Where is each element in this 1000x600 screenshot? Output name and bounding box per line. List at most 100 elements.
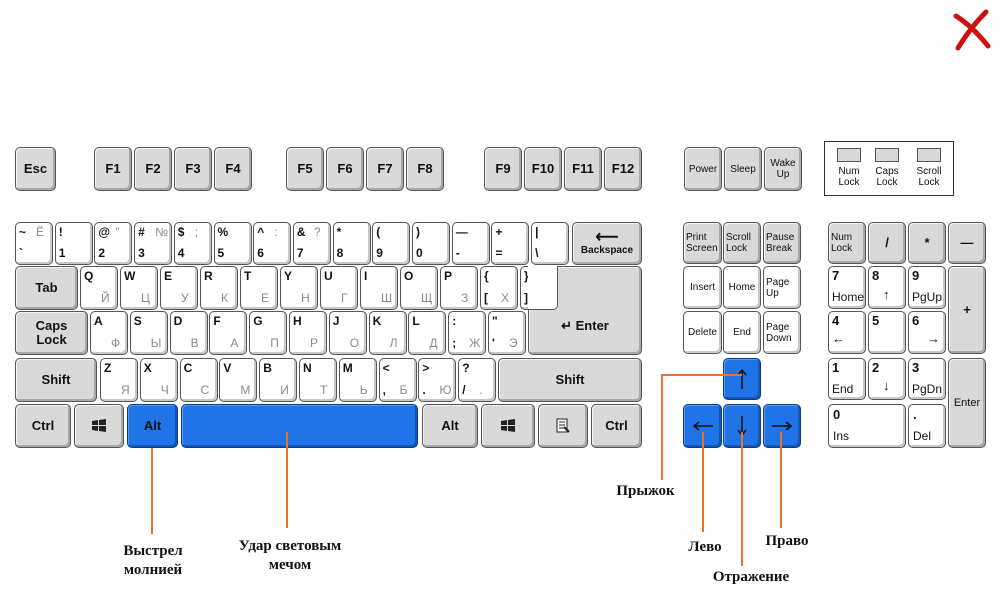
numpad-multiply-key[interactable]: * — [908, 222, 946, 264]
f10-key[interactable]: F10 — [524, 147, 562, 191]
letter-key[interactable]: <,Б — [378, 358, 417, 402]
left-alt-key[interactable]: Alt — [127, 404, 178, 448]
close-icon[interactable] — [948, 6, 994, 52]
space-key[interactable] — [181, 404, 418, 448]
numpad-9-key[interactable]: 9 PgUp — [908, 266, 946, 309]
f2-key[interactable]: F2 — [134, 147, 172, 191]
f3-key[interactable]: F3 — [174, 147, 212, 191]
number-row-key[interactable]: *8 — [332, 222, 371, 265]
numpad-4-key[interactable]: 4 ← — [828, 311, 866, 354]
f6-key[interactable]: F6 — [326, 147, 364, 191]
insert-key[interactable]: Insert — [683, 266, 722, 309]
end-key[interactable]: End — [723, 311, 761, 354]
numpad-6-key[interactable]: 6 → — [908, 311, 946, 354]
number-row-key[interactable]: %5 — [213, 222, 252, 265]
number-row-key[interactable]: —- — [451, 222, 490, 265]
number-row-key[interactable]: )0 — [412, 222, 450, 265]
f1-key[interactable]: F1 — [94, 147, 132, 191]
numpad-7-key[interactable]: 7 Home — [828, 266, 866, 309]
f7-key[interactable]: F7 — [366, 147, 404, 191]
numpad-8-key[interactable]: 8 ↑ — [868, 266, 906, 309]
left-shift-key[interactable]: Shift — [15, 358, 97, 402]
arrow-up-key[interactable] — [723, 358, 761, 400]
left-ctrl-key[interactable]: Ctrl — [15, 404, 71, 448]
numpad-minus-key[interactable]: — — [948, 222, 986, 264]
number-row-key[interactable]: (9 — [372, 222, 411, 265]
number-row-key[interactable]: ^6: — [253, 222, 292, 265]
f9-key[interactable]: F9 — [484, 147, 522, 191]
number-row-key[interactable]: @2" — [94, 222, 133, 265]
numpad-3-key[interactable]: 3 PgDn — [908, 358, 946, 400]
number-row-key[interactable]: += — [491, 222, 530, 265]
f5-key[interactable]: F5 — [286, 147, 324, 191]
f12-key[interactable]: F12 — [604, 147, 642, 191]
numpad-divide-key[interactable]: / — [868, 222, 906, 264]
power-key[interactable]: Power — [684, 147, 722, 191]
letter-key[interactable]: {[Х — [480, 266, 518, 310]
menu-key[interactable] — [538, 404, 588, 448]
number-row-key[interactable]: $4; — [173, 222, 212, 265]
numpad-2-key[interactable]: 2 ↓ — [868, 358, 906, 400]
f4-key[interactable]: F4 — [214, 147, 252, 191]
number-row-key[interactable]: ~`Ё — [15, 222, 53, 265]
right-shift-key[interactable]: Shift — [498, 358, 642, 402]
f8-key[interactable]: F8 — [406, 147, 444, 191]
backspace-key[interactable]: ⟵ Backspace — [572, 222, 642, 265]
letter-key[interactable]: "'Э — [488, 311, 526, 355]
numpad-1-key[interactable]: 1 End — [828, 358, 866, 400]
number-row-key[interactable]: |\ — [531, 222, 570, 265]
esc-key[interactable]: Esc — [15, 147, 56, 191]
numpad-enter-key[interactable]: Enter — [948, 358, 986, 448]
number-row-key[interactable]: !1 — [54, 222, 93, 265]
right-ctrl-key[interactable]: Ctrl — [591, 404, 642, 448]
home-key[interactable]: Home — [723, 266, 761, 309]
number-row-key[interactable]: &7? — [292, 222, 331, 265]
numpad-plus-key[interactable]: + — [948, 266, 986, 354]
f11-key[interactable]: F11 — [564, 147, 602, 191]
delete-key[interactable]: Delete — [683, 311, 722, 354]
right-alt-key[interactable]: Alt — [422, 404, 478, 448]
left-windows-key[interactable] — [74, 404, 124, 448]
letter-key[interactable]: >.Ю — [418, 358, 457, 402]
numpad-0-key[interactable]: 0 Ins — [828, 404, 906, 448]
numpad-5-key[interactable]: 5 — [868, 311, 906, 354]
numpad-decimal-key[interactable]: . Del — [908, 404, 946, 448]
letter-key[interactable]: ?/. — [458, 358, 497, 402]
letter-key[interactable]: :;Ж — [448, 311, 487, 355]
